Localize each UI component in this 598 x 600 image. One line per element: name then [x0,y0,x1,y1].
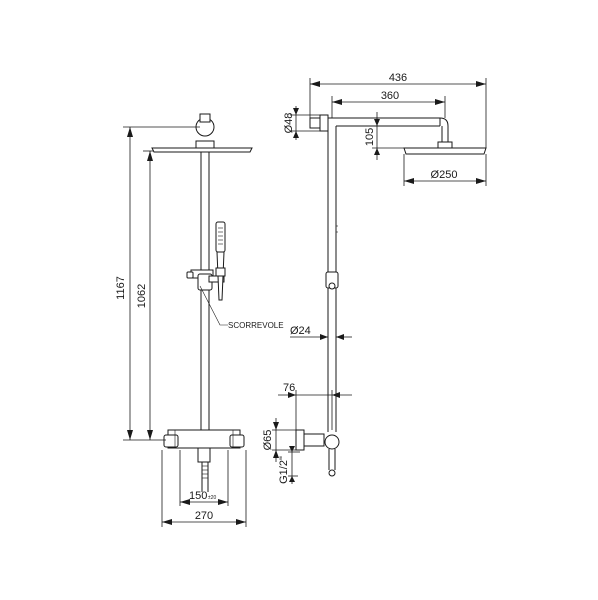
hand-shower [215,221,226,301]
dim-showerhead-dia: Ø250 [403,154,487,186]
dim-bar-height: 1062 [136,150,154,440]
dim-top-bracket-dia-label: Ø48 [283,113,295,134]
dim-wall-offset: 76 [278,382,352,430]
front-view: SCORREVOLE 1167 [115,113,284,527]
shower-arm [328,117,449,142]
showerhead-side [403,141,487,155]
top-wall-bracket [309,114,329,132]
dim-mixer-spacing: 150 ±20 [179,450,229,506]
dim-mixer-width-label: 270 [195,510,213,522]
dim-bottom-bracket-dia: Ø65 [262,418,296,462]
showerhead-front [151,140,253,153]
dim-pipe-dia: Ø24 [290,325,352,340]
dim-bottom-bracket-dia-label: Ø65 [262,430,274,451]
dim-mixer-width: 270 [161,450,247,527]
slider-callout: SCORREVOLE [199,285,284,330]
mixer-side [295,429,340,477]
dim-arm-length: 360 [331,90,446,118]
dim-wall-offset-label: 76 [283,382,295,394]
mixer-spout [201,462,209,492]
dim-total-reach: 436 [309,72,487,148]
dim-arm-drop-label: 105 [364,128,376,146]
riser-bar-front [200,152,210,430]
side-view: 436 360 Ø48 105 [262,72,487,484]
slider-label: SCORREVOLE [228,321,284,330]
dim-top-bracket-dia: Ø48 [283,106,320,140]
dim-showerhead-dia-label: Ø250 [431,169,458,181]
dim-pipe-dia-label: Ø24 [290,325,311,337]
dim-arm-length-label: 360 [381,90,399,102]
dim-total-height: 1167 [115,126,200,441]
mixer-front [163,429,245,463]
dim-bar-height-label: 1062 [136,284,148,308]
dim-thread-label: G1/2" [278,456,290,484]
dim-mixer-spacing-tolerance: ±20 [208,495,217,501]
dim-total-height-label: 1167 [115,276,127,300]
slider-side [325,271,339,290]
dim-mixer-spacing-label: 150 [189,490,207,502]
dim-arm-drop: 105 [364,112,404,160]
dim-thread: G1/2" [278,446,300,484]
dim-total-reach-label: 436 [389,72,407,84]
top-elbow-ring [195,113,215,137]
